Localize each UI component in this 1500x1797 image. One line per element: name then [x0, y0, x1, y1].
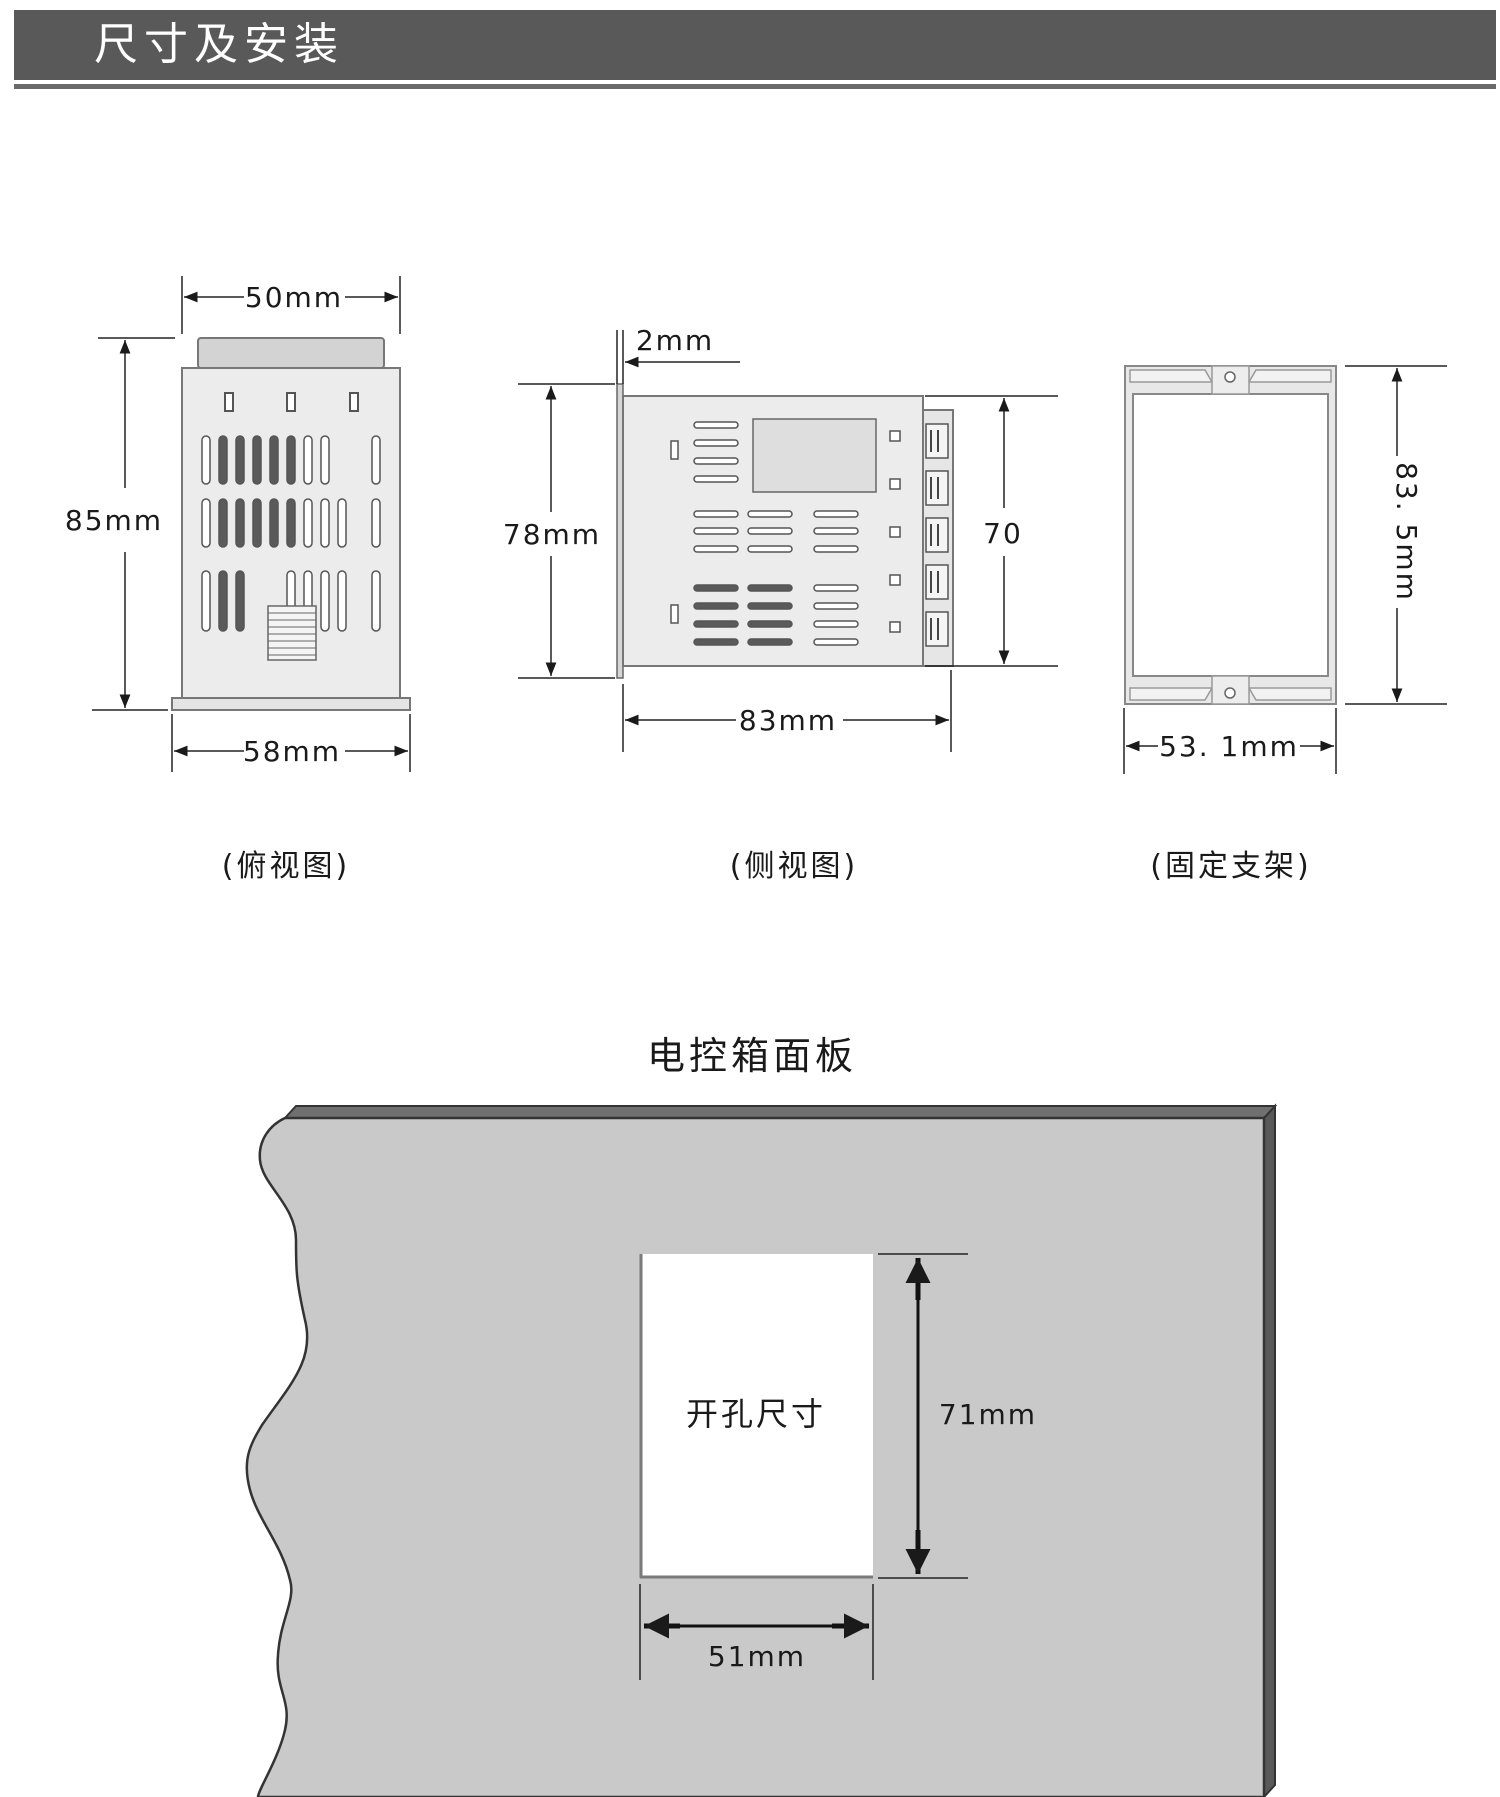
side-slot: [693, 638, 739, 646]
side-slot: [747, 545, 793, 553]
dim-side-depth: 83mm: [739, 704, 837, 737]
vent-slot: [218, 435, 228, 485]
vent-slot: [201, 498, 211, 548]
dim-top-height: 85mm: [65, 504, 163, 537]
cutout-height-dim: 71mm: [939, 1398, 1037, 1431]
side-slot: [747, 602, 793, 610]
side-slot: [747, 510, 793, 518]
dim-panel-thickness: 2mm: [636, 324, 714, 357]
side-slot: [747, 527, 793, 535]
side-slot: [693, 510, 739, 518]
dim-bracket-width: 53. 1mm: [1159, 730, 1299, 763]
indicator-square: [889, 574, 901, 586]
vent-slot: [218, 570, 228, 632]
side-slot: [747, 620, 793, 628]
vent-slot: [337, 570, 347, 632]
vent-slot: [235, 498, 245, 548]
vent-slot: [320, 435, 330, 485]
indicator-square: [889, 430, 901, 442]
side-slot: [693, 545, 739, 553]
vent-slot: [371, 435, 381, 485]
vent-slot: [269, 498, 279, 548]
side-slot: [693, 620, 739, 628]
vent-slot: [201, 570, 211, 632]
side-slot: [693, 421, 739, 429]
dim-body-height: 70: [983, 517, 1023, 550]
dim-bottom-width: 58mm: [243, 735, 341, 768]
side-slot: [693, 584, 739, 592]
vent-slot: [286, 435, 296, 485]
cutout-label: 开孔尺寸: [686, 1395, 826, 1433]
vent-slot: [303, 498, 313, 548]
panel-title: 电控箱面板: [647, 1034, 857, 1078]
dim-bracket-height: 83. 5mm: [1390, 462, 1423, 602]
heat-fins: [267, 605, 317, 661]
control-box-panel: 电控箱面板 开孔尺寸 71mm 51mm: [245, 1034, 1278, 1797]
side-slot: [813, 584, 859, 592]
dim-side-height: 78mm: [503, 518, 601, 551]
vent-slot: [320, 570, 330, 632]
side-slot: [813, 638, 859, 646]
side-slot: [693, 439, 739, 447]
header-bar: [14, 10, 1496, 80]
cutout-width-dim: 51mm: [708, 1640, 806, 1673]
side-slot: [813, 602, 859, 610]
side-slot: [813, 545, 859, 553]
side-view: 2mm 78mm 70 83mm (侧视图): [503, 324, 1058, 884]
vent-slot: [371, 498, 381, 548]
vent-slot: [235, 570, 245, 632]
side-slot: [813, 527, 859, 535]
vent-slot: [201, 435, 211, 485]
indicator-square: [889, 526, 901, 538]
side-slot: [747, 638, 793, 646]
side-slot: [693, 602, 739, 610]
indicator-square: [889, 621, 901, 633]
vent-slot: [269, 435, 279, 485]
bracket-caption: (固定支架): [1150, 849, 1311, 884]
top-view-caption: (俯视图): [222, 849, 350, 884]
dim-top-width: 50mm: [245, 281, 343, 314]
vent-slot: [252, 435, 262, 485]
header-underline: [14, 84, 1496, 89]
vent-slot: [337, 498, 347, 548]
vent-slot: [371, 570, 381, 632]
side-view-caption: (侧视图): [730, 849, 858, 884]
bracket-view: 83. 5mm 53. 1mm (固定支架): [1123, 365, 1447, 884]
top-view: 50mm 85mm 58mm (俯视图): [65, 276, 411, 884]
vent-slot: [218, 498, 228, 548]
page-title: 尺寸及安装: [94, 19, 344, 70]
vent-slot: [320, 498, 330, 548]
vent-slot: [235, 435, 245, 485]
side-slot: [693, 457, 739, 465]
vent-slot: [303, 435, 313, 485]
side-slot: [747, 584, 793, 592]
vent-slot: [286, 498, 296, 548]
side-slot: [693, 475, 739, 483]
side-slot: [813, 620, 859, 628]
vent-slot: [252, 498, 262, 548]
side-slot: [693, 527, 739, 535]
indicator-square: [889, 478, 901, 490]
side-slot: [813, 510, 859, 518]
